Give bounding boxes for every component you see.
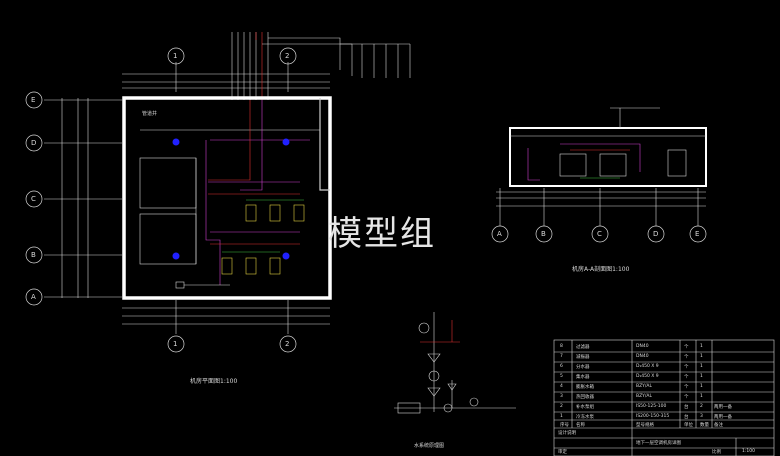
- table-cell-name: 膨胀水箱: [576, 385, 594, 390]
- table-cell-unit: 个: [684, 375, 689, 380]
- table-cell-qty: 1: [700, 394, 703, 399]
- table-cell-no: 1: [560, 414, 563, 419]
- table-cell-name: 集水器: [576, 375, 590, 380]
- table-cell-no: 3: [560, 394, 563, 399]
- table-header-qty: 数量: [700, 423, 709, 428]
- table-cell-unit: 台: [684, 415, 689, 420]
- table-header-unit: 单位: [684, 423, 693, 428]
- section-axis-bubbles: [491, 225, 707, 243]
- footer-scale-label: 比例: [712, 450, 721, 455]
- schematic-title: 水系统原理图: [414, 443, 445, 449]
- watermark-text: 模型组: [328, 214, 436, 254]
- table-cell-no: 5: [560, 374, 563, 379]
- plan-axis-left-b: B: [31, 251, 36, 259]
- table-cell-spec: D₁450 X 9: [636, 374, 659, 379]
- section-view: [496, 107, 707, 226]
- table-cell-no: 7: [560, 354, 563, 359]
- table-cell-spec: DN40: [636, 354, 649, 359]
- section-axis-e: E: [695, 230, 700, 238]
- table-cell-unit: 个: [684, 395, 689, 400]
- table-cell-unit: 个: [684, 365, 689, 370]
- table-cell-spec: IS50-125-100: [636, 404, 667, 409]
- plan-axis-bubbles: [25, 47, 297, 353]
- footer-subtitle: 地下一层空调机房详图: [636, 441, 681, 446]
- table-cell-unit: 个: [684, 345, 689, 350]
- section-axis-d: D: [653, 230, 659, 238]
- table-cell-qty: 1: [700, 344, 703, 349]
- table-header-name: 名称: [576, 423, 585, 428]
- table-header-spec: 型号规格: [636, 423, 654, 428]
- table-cell-name: 补水泵组: [576, 405, 594, 410]
- plan-axis-top-2: 2: [285, 52, 290, 60]
- plan-view: [44, 32, 411, 334]
- table-cell-no: 8: [560, 344, 563, 349]
- table-cell-name: 热回收器: [576, 395, 594, 400]
- table-cell-remark: 两用一备: [714, 415, 732, 420]
- water-schematic: [394, 312, 516, 414]
- table-cell-name: 过滤器: [576, 345, 590, 350]
- table-cell-unit: 个: [684, 385, 689, 390]
- table-cell-unit: 个: [684, 355, 689, 360]
- section-axis-c: C: [597, 230, 602, 238]
- table-header-no: 序号: [560, 423, 569, 428]
- plan-axis-left-a: A: [31, 293, 36, 301]
- plan-axis-left-e: E: [31, 96, 36, 104]
- table-cell-spec: DN40: [636, 344, 649, 349]
- table-cell-unit: 台: [684, 405, 689, 410]
- footer-scale-value: 1:100: [742, 449, 755, 454]
- table-cell-spec: BZY/AL: [636, 384, 653, 389]
- plan-axis-left-d: D: [31, 139, 37, 147]
- plan-axis-left-c: C: [31, 195, 36, 203]
- table-cell-name: 分水器: [576, 365, 590, 370]
- plan-title: 机房平面图1:100: [190, 378, 238, 385]
- table-cell-no: 4: [560, 384, 563, 389]
- table-cell-spec: D₁450 X 9: [636, 364, 659, 369]
- footer-project: 设计说明: [558, 431, 576, 436]
- table-cell-qty: 1: [700, 354, 703, 359]
- room-label: 管道井: [142, 111, 158, 117]
- plan-axis-bottom-2: 2: [285, 340, 290, 348]
- equipment-table-lines: [553, 339, 775, 456]
- table-cell-no: 2: [560, 404, 563, 409]
- table-cell-spec: BZY/AL: [636, 394, 653, 399]
- table-cell-name: 冷冻水泵: [576, 415, 594, 420]
- table-cell-qty: 1: [700, 374, 703, 379]
- table-cell-spec: IS200-150-315: [636, 414, 670, 419]
- table-cell-no: 6: [560, 364, 563, 369]
- plan-axis-top-1: 1: [173, 52, 178, 60]
- table-cell-remark: 两用一备: [714, 405, 732, 410]
- footer-drawn: 审定: [558, 450, 567, 455]
- table-cell-qty: 1: [700, 384, 703, 389]
- table-cell-qty: 3: [700, 414, 703, 419]
- table-header-remark: 备注: [714, 423, 723, 428]
- table-cell-qty: 1: [700, 364, 703, 369]
- plan-axis-bottom-1: 1: [173, 340, 178, 348]
- table-cell-name: 减振器: [576, 355, 590, 360]
- section-title: 机房A-A剖面图1:100: [572, 266, 630, 273]
- table-cell-qty: 2: [700, 404, 703, 409]
- section-axis-a: A: [497, 230, 502, 238]
- section-axis-b: B: [541, 230, 546, 238]
